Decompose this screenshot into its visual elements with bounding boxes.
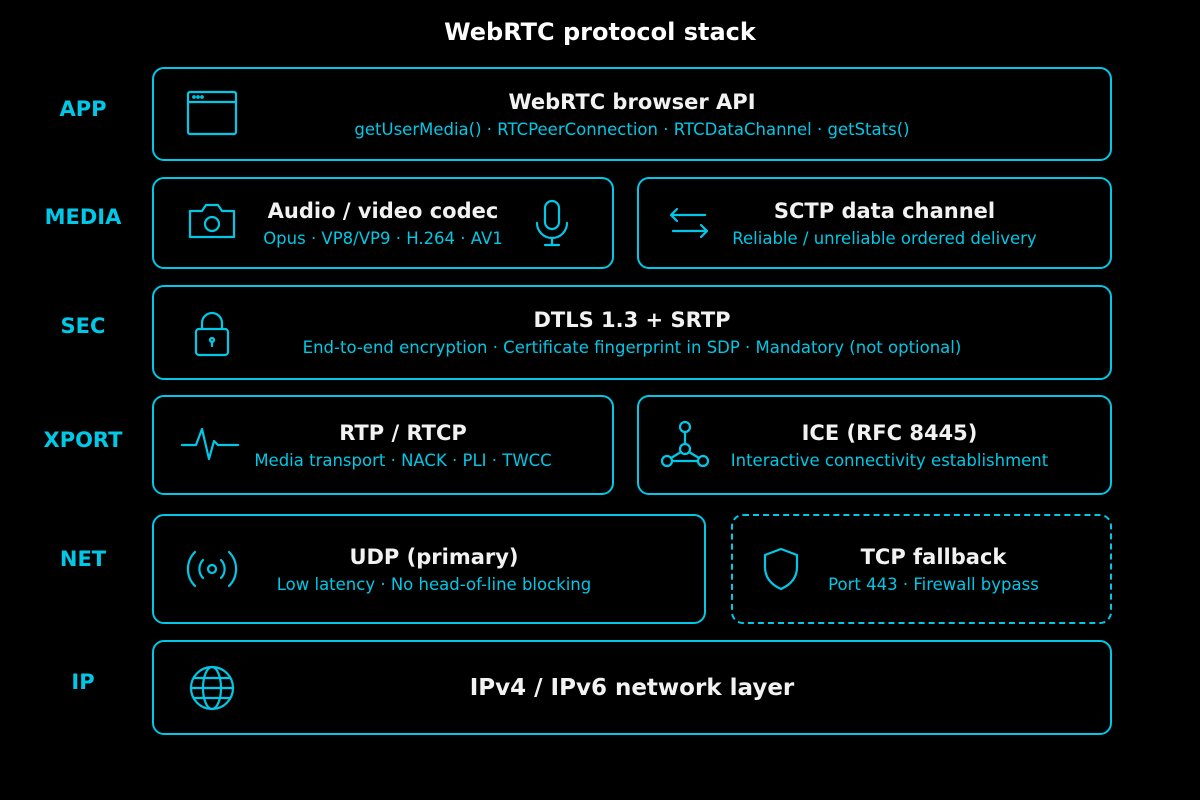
broadcast-icon [184, 541, 240, 597]
box-sctp: SCTP data channel Reliable / unreliable … [637, 177, 1112, 269]
box-subtitle: Opus · VP8/VP9 · H.264 · AV1 [263, 228, 503, 248]
box-subtitle: Low latency · No head-of-line blocking [276, 574, 592, 594]
box-subtitle: Reliable / unreliable ordered delivery [732, 228, 1037, 248]
box-title: DTLS 1.3 + SRTP [533, 308, 731, 332]
camera-icon [184, 195, 240, 251]
lock-icon [184, 305, 240, 361]
layer-label-sec: SEC [60, 314, 106, 338]
box-ip: IPv4 / IPv6 network layer [152, 640, 1112, 735]
box-ice: ICE (RFC 8445) Interactive connectivity … [637, 395, 1112, 495]
network-nodes-icon [657, 417, 713, 473]
box-title: UDP (primary) [349, 544, 519, 569]
pulse-icon [178, 417, 244, 473]
box-codec: Audio / video codec Opus · VP8/VP9 · H.2… [152, 177, 614, 269]
layer-label-app: APP [59, 97, 107, 121]
layer-label-net: NET [59, 547, 107, 571]
layer-label-xport: XPORT [43, 428, 123, 452]
box-title: SCTP data channel [773, 198, 996, 223]
box-rtp: RTP / RTCP Media transport · NACK · PLI … [152, 395, 614, 495]
box-title: IPv4 / IPv6 network layer [469, 674, 795, 701]
layer-label-ip: IP [71, 670, 95, 694]
arrows-exchange-icon [661, 195, 717, 251]
box-subtitle: End-to-end encryption · Certificate fing… [302, 338, 962, 357]
box-title: TCP fallback [860, 544, 1007, 569]
box-subtitle: Port 443 · Firewall bypass [828, 574, 1039, 594]
browser-window-icon [184, 86, 240, 142]
shield-icon [753, 541, 809, 597]
box-subtitle: Media transport · NACK · PLI · TWCC [254, 450, 552, 470]
box-tcp-fallback: TCP fallback Port 443 · Firewall bypass [731, 514, 1112, 624]
box-title: RTP / RTCP [339, 420, 467, 445]
box-udp: UDP (primary) Low latency · No head-of-l… [152, 514, 706, 624]
microphone-icon [524, 195, 580, 251]
box-dtls: DTLS 1.3 + SRTP End-to-end encryption · … [152, 285, 1112, 380]
box-title: Audio / video codec [267, 198, 499, 223]
box-title: WebRTC browser API [508, 89, 756, 114]
diagram-title: WebRTC protocol stack [444, 18, 756, 46]
globe-icon [184, 660, 240, 716]
box-title: ICE (RFC 8445) [801, 420, 978, 445]
box-subtitle: Interactive connectivity establishment [730, 450, 1049, 470]
box-subtitle: getUserMedia() · RTCPeerConnection · RTC… [354, 119, 910, 139]
box-webrtc-api: WebRTC browser API getUserMedia() · RTCP… [152, 67, 1112, 161]
layer-label-media: MEDIA [44, 205, 122, 229]
